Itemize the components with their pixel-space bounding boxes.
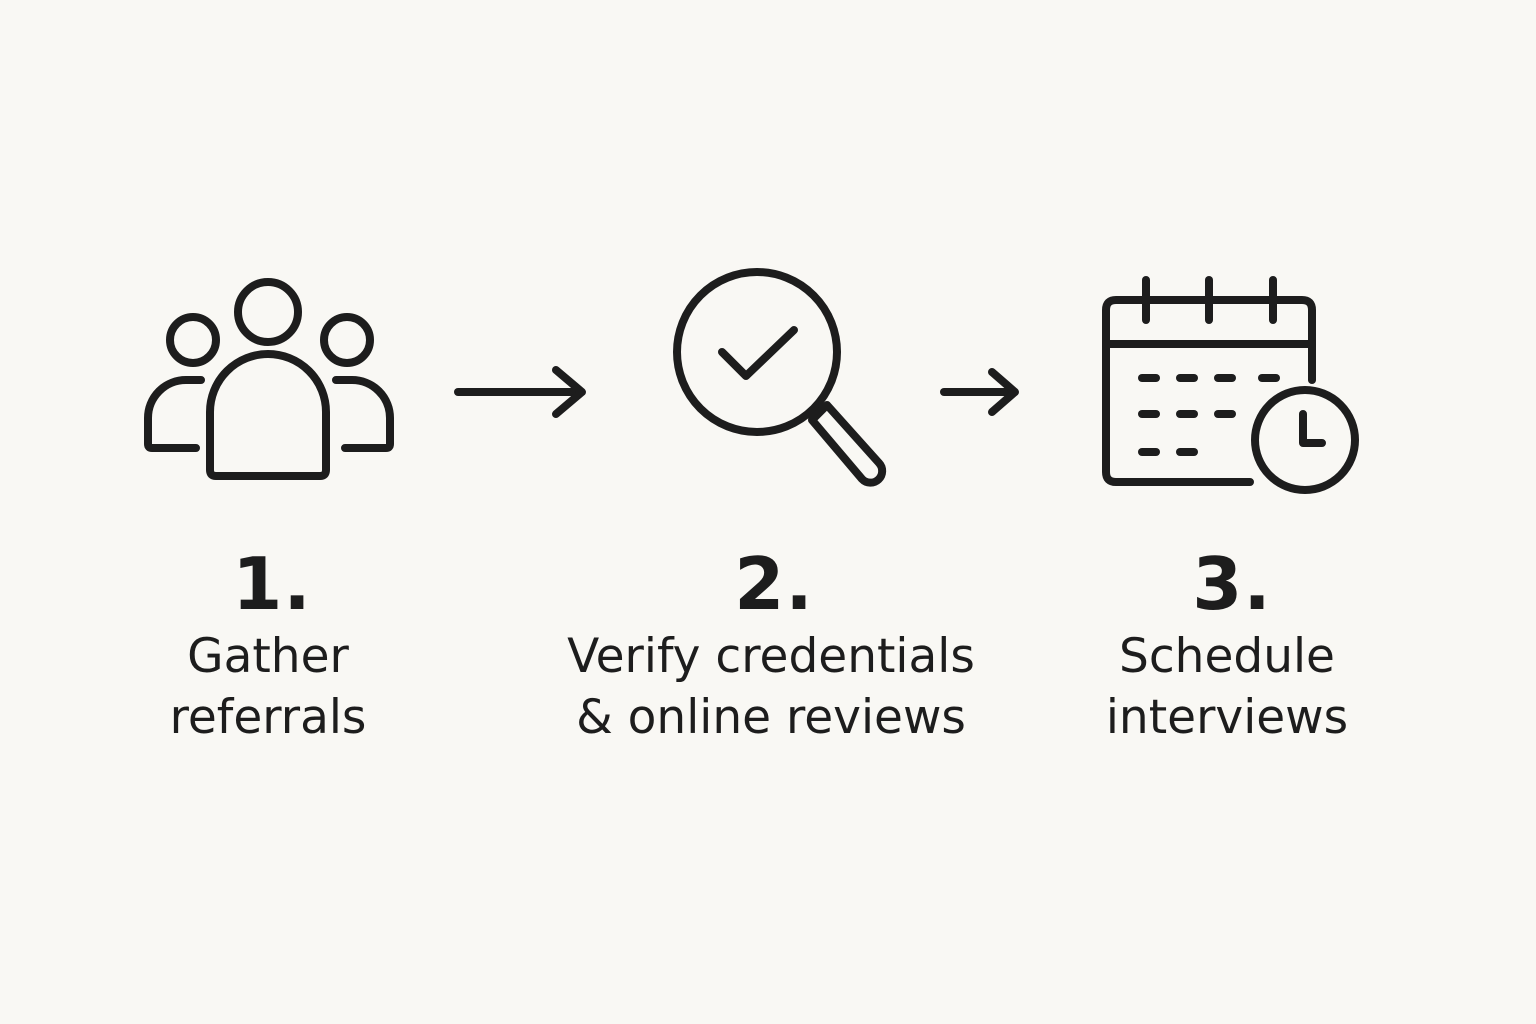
step-3-label-line-1: Schedule <box>1119 629 1335 684</box>
step-2-label-line-1: Verify credentials <box>567 629 975 684</box>
magnifier-check-icon <box>673 268 887 487</box>
people-group-icon <box>144 278 394 480</box>
step-2-label-line-2: & online reviews <box>576 690 966 745</box>
step-2-label: Verify credentials & online reviews <box>491 626 1051 748</box>
arrow-right-icon <box>940 368 1019 416</box>
calendar-clock-icon <box>1102 276 1359 494</box>
arrow-right-icon <box>454 366 586 418</box>
step-1-label-line-1: Gather <box>187 629 349 684</box>
step-1-number: 1. <box>232 542 312 626</box>
step-2-number: 2. <box>734 542 814 626</box>
step-3-label: Schedule interviews <box>947 626 1507 748</box>
step-3-label-line-2: interviews <box>1105 690 1349 745</box>
step-1-label-line-2: referrals <box>169 690 367 745</box>
step-3-number: 3. <box>1192 542 1272 626</box>
step-1-label: Gather referrals <box>0 626 548 748</box>
